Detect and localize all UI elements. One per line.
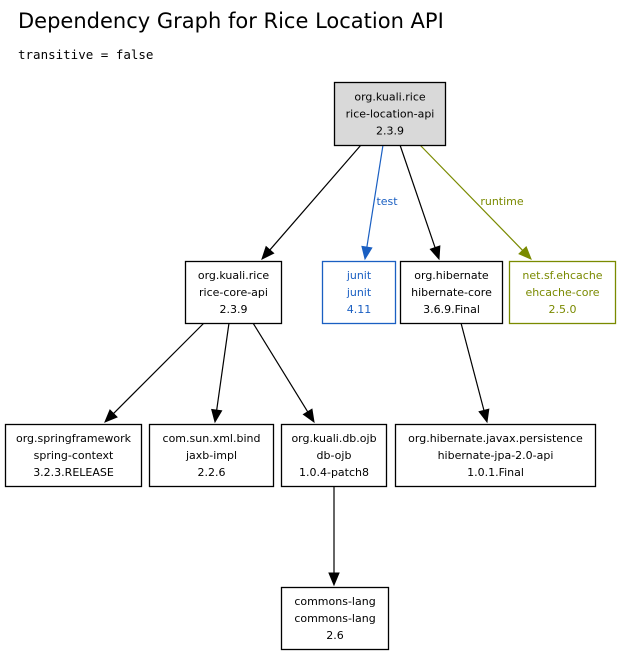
node-group-id: org.hibernate <box>414 269 489 282</box>
node-group-id: junit <box>346 269 372 282</box>
node-group-id: org.kuali.rice <box>198 269 270 282</box>
node-box <box>184 260 283 325</box>
node-box <box>321 260 397 325</box>
node-version: 2.2.6 <box>198 466 226 479</box>
node-version: 3.6.9.Final <box>423 303 480 316</box>
node-ehcache-core[interactable]: net.sf.ehcache ehcache-core 2.5.0 <box>508 260 617 325</box>
node-db-ojb[interactable]: org.kuali.db.ojb db-ojb 1.0.4-patch8 <box>280 423 388 488</box>
node-version: 2.3.9 <box>220 303 248 316</box>
edge-line <box>252 322 309 413</box>
edge-root-to-hibernate-core <box>399 144 441 261</box>
edge-line <box>460 322 485 411</box>
node-artifact-id: spring-context <box>34 449 114 462</box>
edges-layer: test runtime <box>104 144 532 587</box>
node-version: 1.0.4-patch8 <box>299 466 369 479</box>
node-hibernate-jpa[interactable]: org.hibernate.javax.persistence hibernate… <box>394 423 597 488</box>
node-box <box>148 423 275 488</box>
node-junit[interactable]: junit junit 4.11 <box>321 260 397 325</box>
node-artifact-id: junit <box>346 286 372 299</box>
arrowhead-icon <box>328 572 340 587</box>
node-artifact-id: commons-lang <box>294 612 375 625</box>
node-version: 3.2.3.RELEASE <box>33 466 114 479</box>
node-version: 1.0.1.Final <box>467 466 524 479</box>
edge-rice-core-api-to-jaxb-impl <box>211 322 230 424</box>
page-subtitle: transitive = false <box>18 47 154 62</box>
node-version: 2.5.0 <box>549 303 577 316</box>
node-box <box>399 260 504 325</box>
arrowhead-icon <box>302 408 315 424</box>
node-box <box>4 423 143 488</box>
node-group-id: net.sf.ehcache <box>522 269 602 282</box>
edge-db-ojb-to-commons-lang <box>328 486 340 587</box>
edge-root-to-ehcache-core: runtime <box>419 144 532 260</box>
node-group-id: org.kuali.db.ojb <box>291 432 376 445</box>
node-box <box>394 423 597 488</box>
page-title: Dependency Graph for Rice Location API <box>18 9 444 33</box>
node-root[interactable]: org.kuali.rice rice-location-api 2.3.9 <box>333 81 447 147</box>
node-commons-lang[interactable]: commons-lang commons-lang 2.6 <box>280 586 390 651</box>
node-version: 2.6 <box>326 629 344 642</box>
nodes-layer: org.kuali.ricerice-location-api2.3.9org.… <box>4 81 617 651</box>
arrowhead-icon <box>104 409 118 423</box>
node-artifact-id: hibernate-jpa-2.0-api <box>438 449 554 462</box>
node-box <box>280 423 388 488</box>
node-group-id: org.kuali.rice <box>354 91 426 104</box>
node-spring-context[interactable]: org.springframework spring-context 3.2.3.R… <box>4 423 143 488</box>
node-rice-core-api[interactable]: org.kuali.rice rice-core-api 2.3.9 <box>184 260 283 325</box>
node-artifact-id: db-ojb <box>317 449 352 462</box>
edge-line <box>399 144 436 248</box>
arrowhead-icon <box>518 246 532 260</box>
edge-root-to-rice-core-api <box>261 144 362 260</box>
node-artifact-id: hibernate-core <box>411 286 492 299</box>
node-group-id: com.sun.xml.bind <box>163 432 261 445</box>
node-group-id: org.springframework <box>16 432 132 445</box>
node-version: 2.3.9 <box>376 125 404 138</box>
arrowhead-icon <box>429 245 441 261</box>
node-artifact-id: ehcache-core <box>525 286 599 299</box>
edge-line <box>113 322 205 414</box>
arrowhead-icon <box>261 245 275 260</box>
arrowhead-icon <box>361 245 373 261</box>
edge-line <box>366 144 384 248</box>
node-hibernate-core[interactable]: org.hibernate hibernate-core 3.6.9.Final <box>399 260 504 325</box>
edge-root-to-junit: test <box>361 144 398 261</box>
node-box <box>280 586 390 651</box>
node-box <box>333 81 447 147</box>
arrowhead-icon <box>211 408 223 424</box>
node-jaxb-impl[interactable]: com.sun.xml.bind jaxb-impl 2.2.6 <box>148 423 275 488</box>
edge-rice-core-api-to-db-ojb <box>252 322 315 424</box>
edge-hibernate-core-to-hibernate-jpa <box>460 322 490 424</box>
node-artifact-id: rice-location-api <box>346 108 435 121</box>
edge-line <box>269 144 362 251</box>
edge-rice-core-api-to-spring-context <box>104 322 205 423</box>
arrowhead-icon <box>478 408 490 424</box>
node-artifact-id: jaxb-impl <box>185 449 237 462</box>
node-version: 4.11 <box>347 303 372 316</box>
edge-label: test <box>376 195 398 208</box>
node-group-id: commons-lang <box>294 595 375 608</box>
node-box <box>508 260 617 325</box>
node-artifact-id: rice-core-api <box>199 286 268 299</box>
edge-line <box>216 322 230 411</box>
edge-label: runtime <box>480 195 524 208</box>
edge-line <box>419 144 524 251</box>
node-group-id: org.hibernate.javax.persistence <box>408 432 583 445</box>
